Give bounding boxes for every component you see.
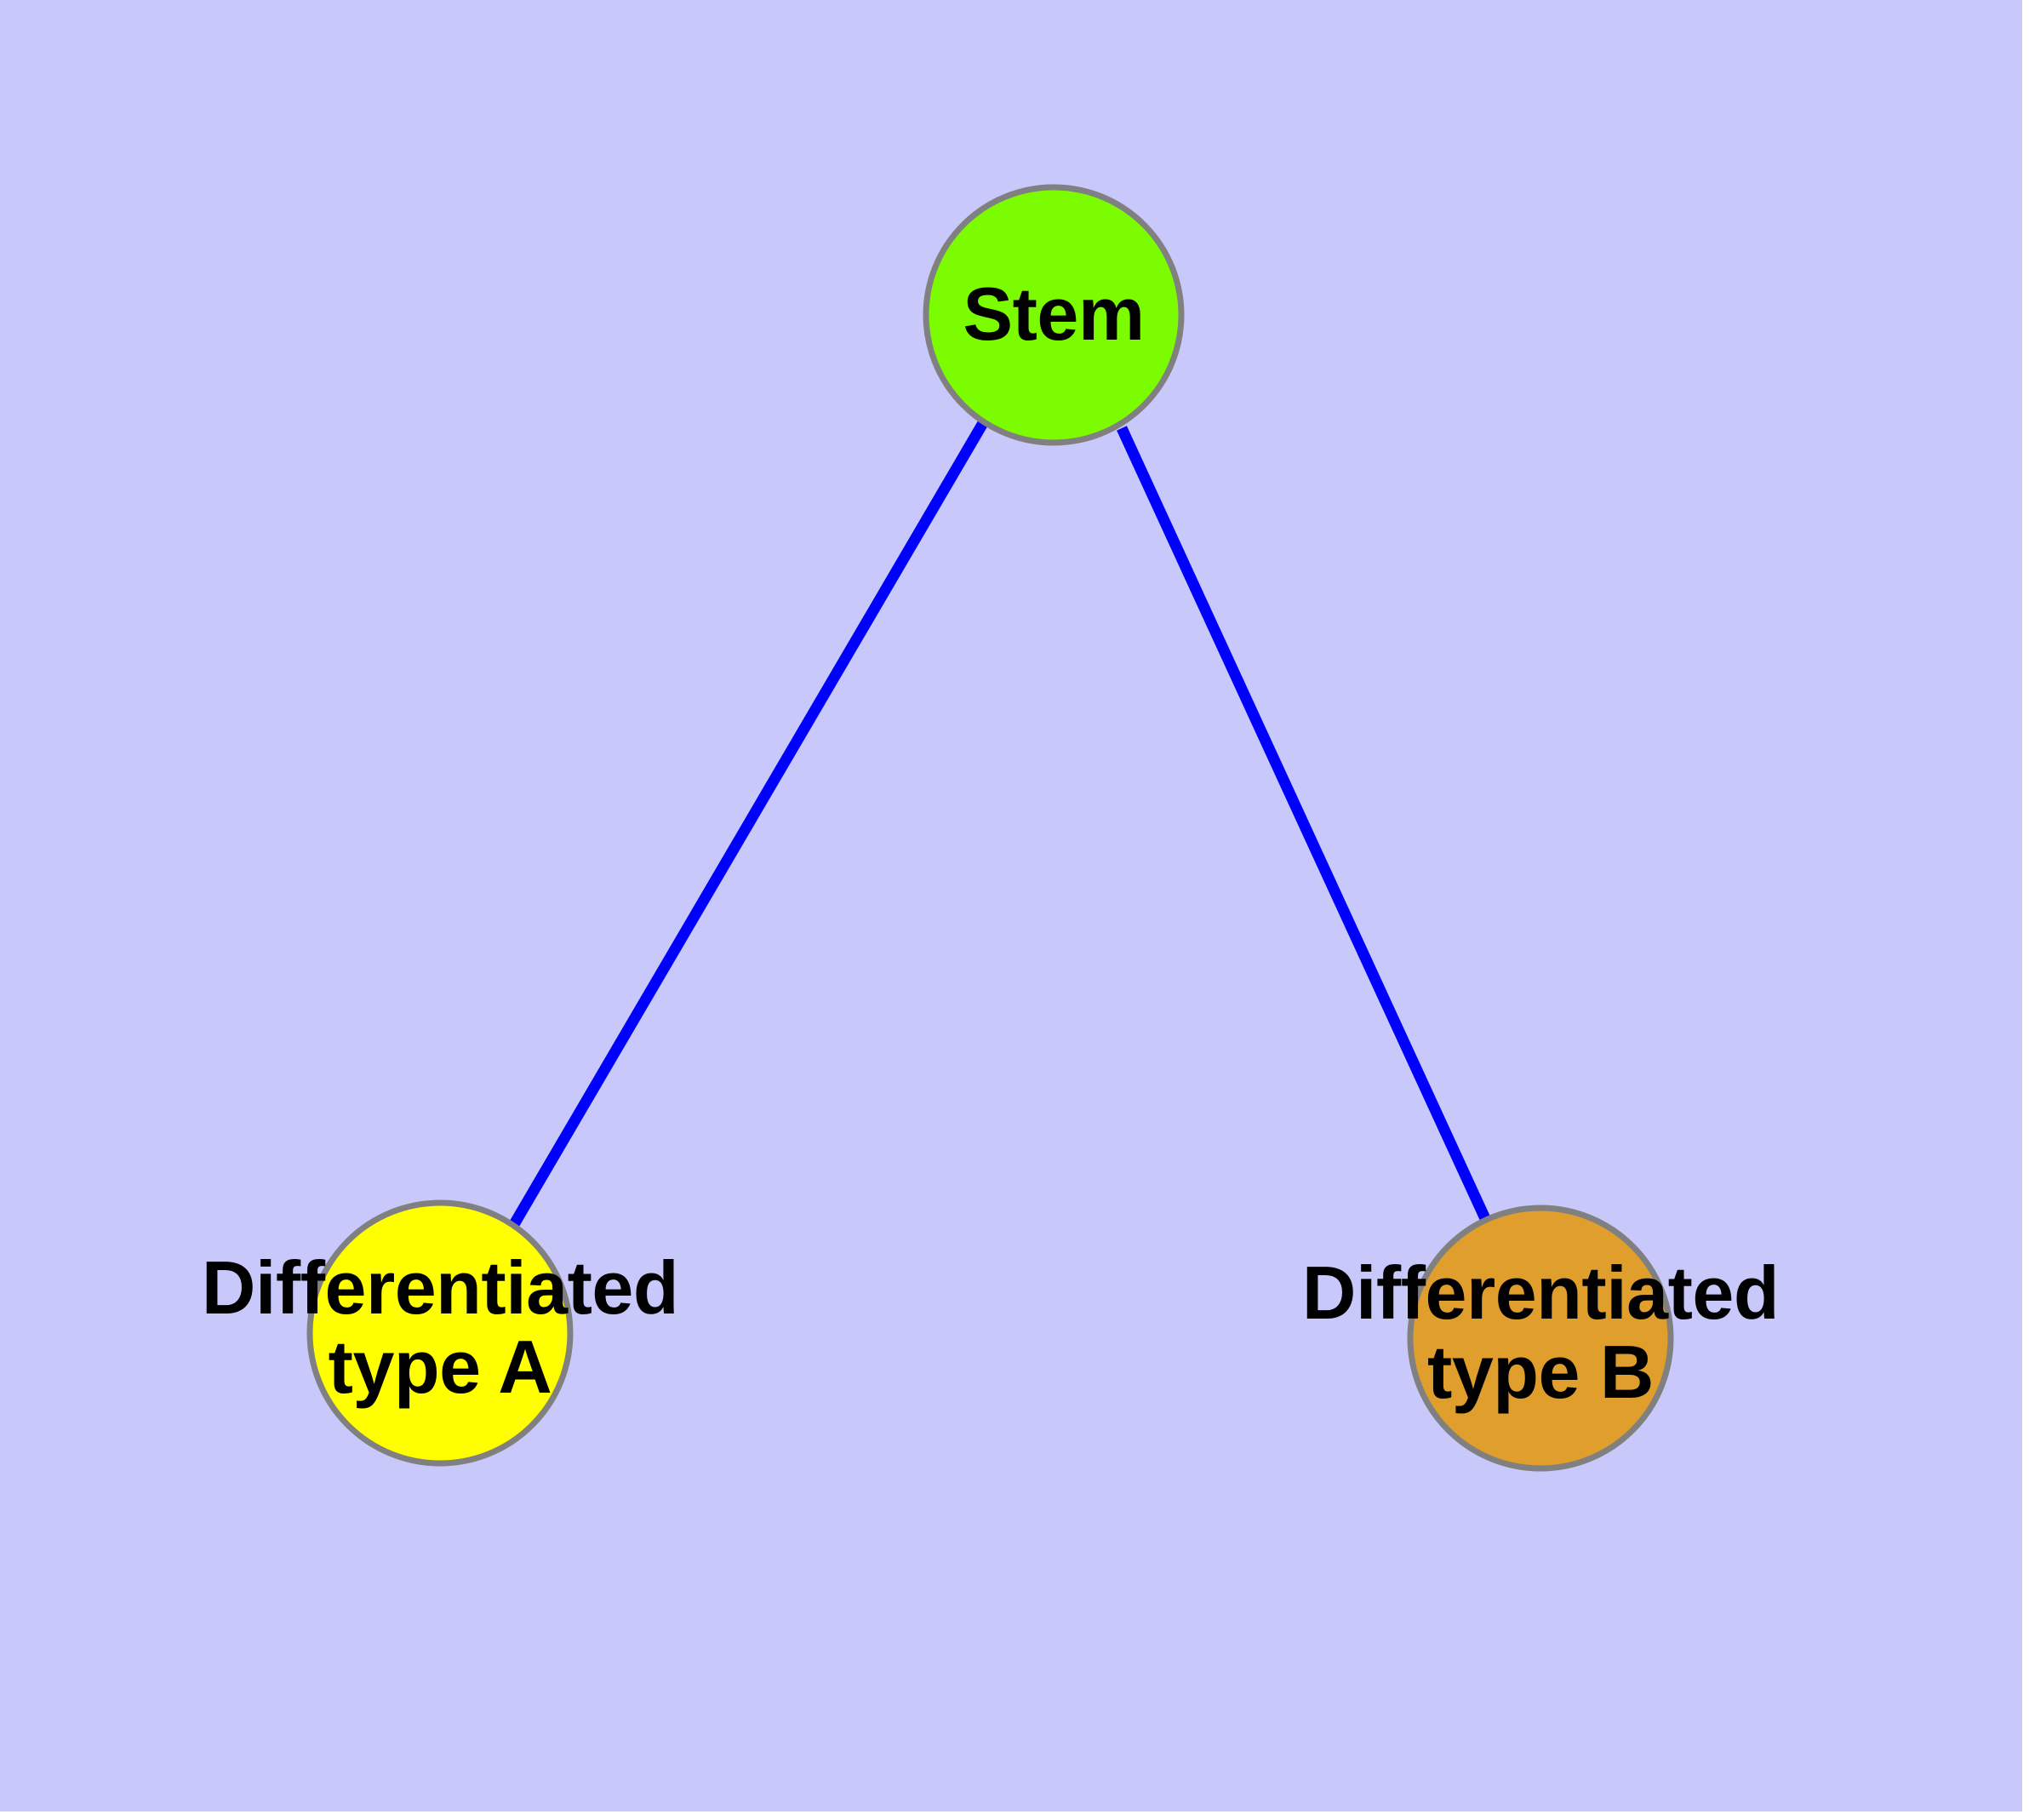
node-circle-stem[interactable] [923,184,1185,446]
node-circle-differentiated-type-a[interactable] [306,1199,574,1467]
node-circle-differentiated-type-b[interactable] [1407,1205,1674,1472]
edges-layer [508,420,1493,1229]
nodes-layer [306,184,1674,1472]
edge-stem-to-differentiated-type-a [508,420,988,1229]
edge-stem-to-differentiated-type-b [1117,426,1493,1227]
